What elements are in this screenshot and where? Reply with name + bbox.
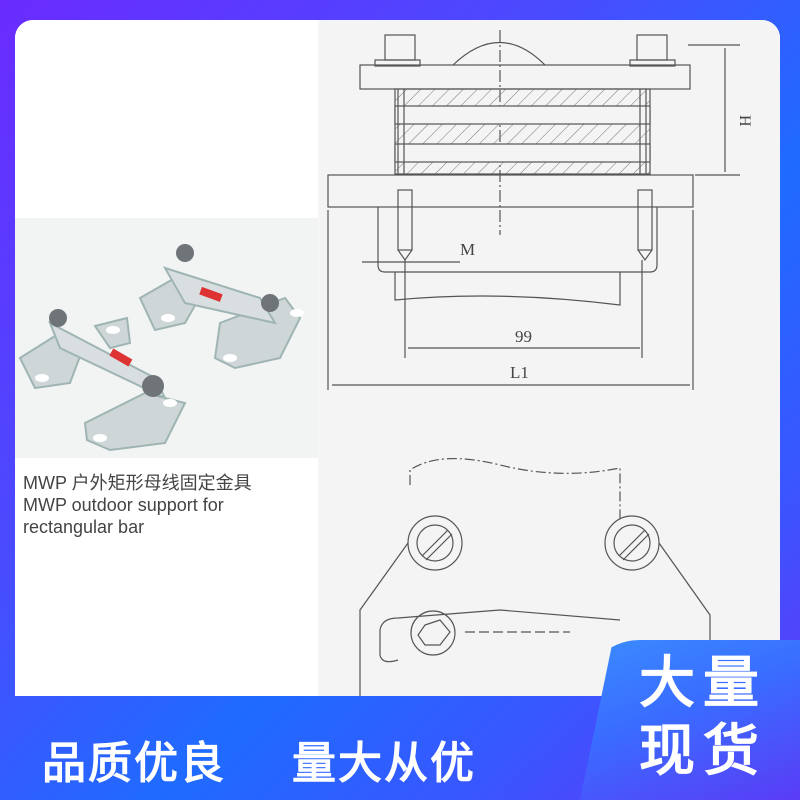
caption-chinese: MWP 户外矩形母线固定金具	[23, 473, 252, 493]
badge-line1: 大量	[639, 651, 767, 716]
badge-line2: 现货	[639, 719, 767, 784]
stock-badge	[580, 640, 800, 800]
caption-english-line1: MWP outdoor support for	[23, 495, 224, 515]
product-card: MWP 户外矩形母线固定金具 MWP outdoor support for r…	[15, 20, 780, 696]
slogan-quality: 品质优良	[42, 738, 226, 789]
clamp-section-drawing: H M 99 L1	[327, 30, 753, 696]
product-caption: MWP 户外矩形母线固定金具 MWP outdoor support for r…	[23, 472, 323, 538]
stock-badge-text: 大量 现货	[618, 650, 788, 786]
bus-bar-clamp-photo-icon	[18, 244, 304, 452]
dim-thread-label: M	[460, 240, 475, 259]
slogan-volume: 量大从优	[292, 738, 476, 789]
dim-length-label: L1	[510, 363, 529, 382]
dim-height-label: H	[736, 115, 753, 127]
caption-english-line2: rectangular bar	[23, 517, 145, 537]
product-photo-panel: MWP 户外矩形母线固定金具 MWP outdoor support for r…	[15, 20, 318, 696]
dim-hole-spacing: 99	[515, 327, 532, 346]
technical-drawing: H M 99 L1	[320, 20, 780, 696]
product-photo	[15, 218, 318, 458]
